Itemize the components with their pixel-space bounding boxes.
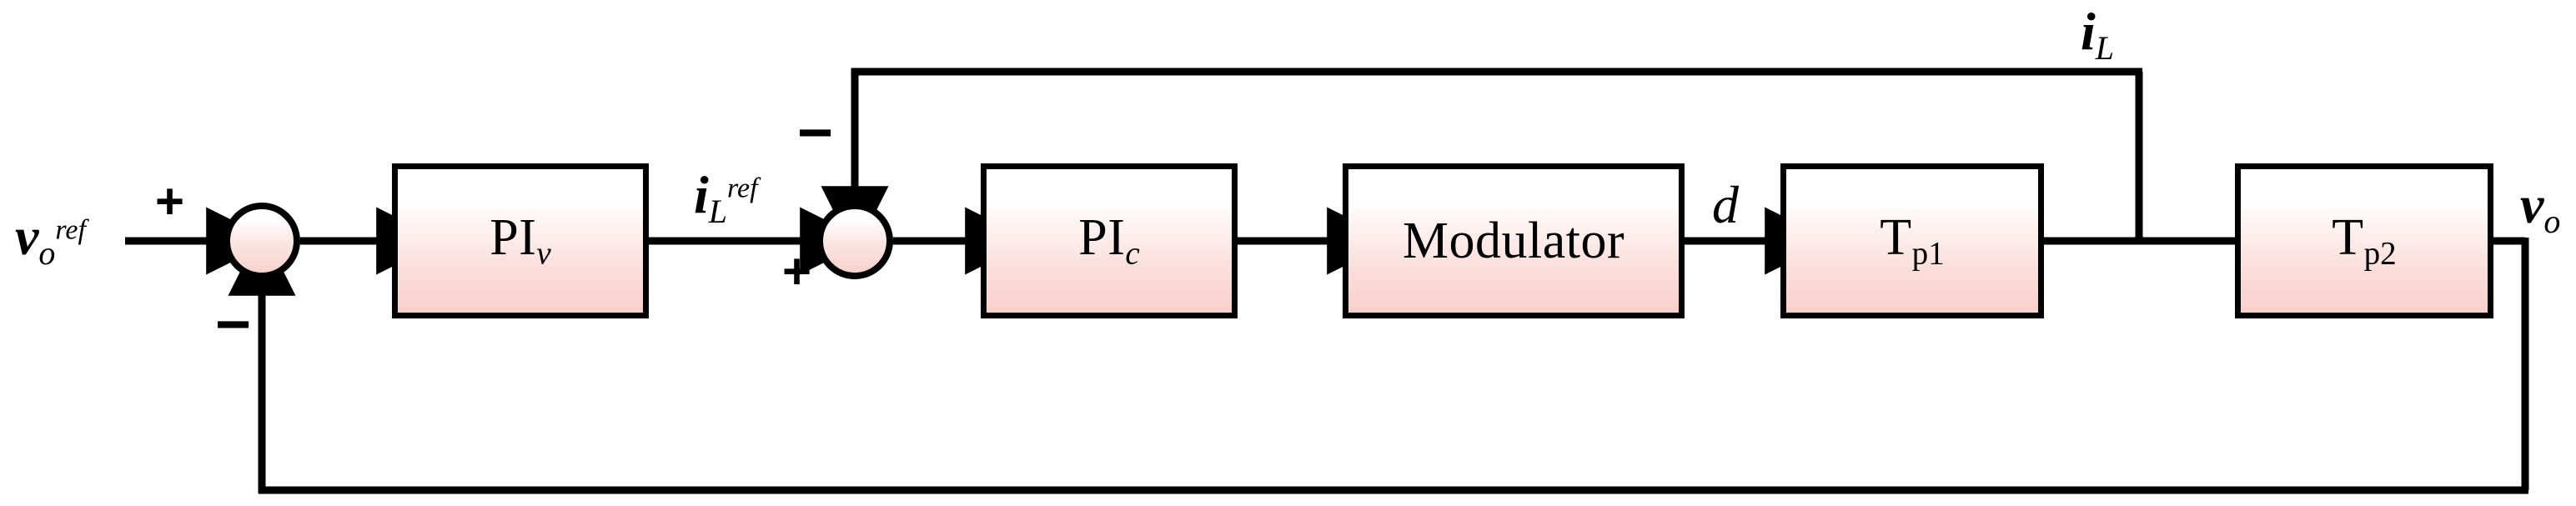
block-tp2[interactable]: Tp2 [2235,163,2493,318]
sign-inner-summer-plus: + [782,243,812,299]
block-pi-c[interactable]: PIc [981,163,1238,318]
block-modulator-label: Modulator [1402,213,1625,269]
block-modulator[interactable]: Modulator [1343,163,1685,318]
signal-label-vo-ref: voref [15,207,86,272]
block-pi-v-subscript: v [536,235,551,272]
block-pi-v[interactable]: PIv [392,163,649,318]
signal-label-il: iL [2081,2,2115,67]
block-tp2-subscript: p2 [2363,235,2397,272]
block-tp1-subscript: p1 [1911,235,1945,272]
block-tp1[interactable]: Tp1 [1780,163,2044,318]
signal-label-d: d [1712,175,1739,234]
block-pi-c-label: PIc [1078,209,1140,272]
block-tp1-label: Tp1 [1880,209,1945,272]
sign-outer-summer-plus: + [155,173,185,229]
signal-label-il-ref: iLref [694,165,758,230]
block-tp2-label: Tp2 [2332,209,2397,272]
summing-junction-inner[interactable] [816,203,893,279]
block-pi-c-subscript: c [1125,235,1140,272]
sign-inner-summer-minus: − [797,98,834,167]
signal-label-vo: vo [2520,175,2561,240]
sign-outer-summer-minus: − [215,289,252,358]
summing-junction-outer[interactable] [223,203,300,279]
block-pi-v-label: PIv [490,209,551,272]
